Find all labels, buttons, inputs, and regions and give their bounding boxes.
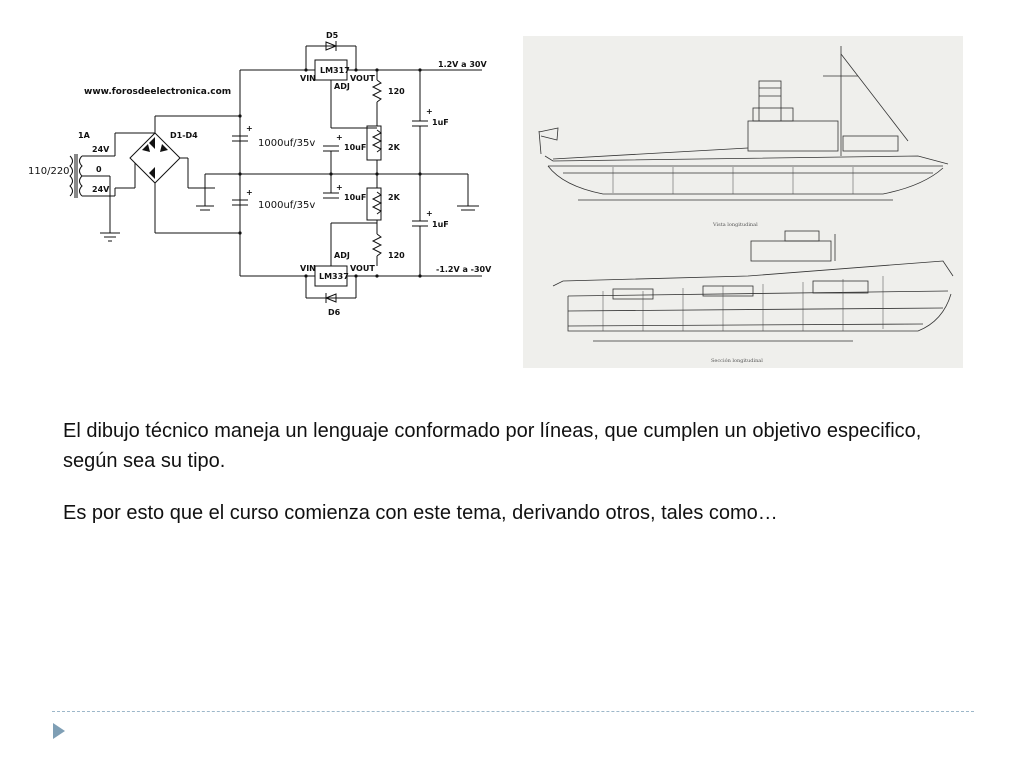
res-120-top-label: 120 — [388, 87, 405, 96]
plus-sign: + — [336, 183, 343, 192]
triangle-arrow-icon — [53, 723, 65, 739]
fuse-label: 1A — [78, 131, 91, 140]
website-label: www.forosdeelectronica.com — [84, 87, 231, 97]
tap-top-label: 24V — [92, 145, 110, 154]
adj-bottom-label: ADJ — [334, 251, 350, 260]
vin-top-label: VIN — [300, 74, 316, 83]
cap-1uf-bottom-label: 1uF — [432, 220, 449, 229]
plus-sign: + — [336, 133, 343, 142]
output-positive-label: 1.2V a 30V — [438, 60, 487, 69]
diode-d6-label: D6 — [328, 308, 341, 317]
cap-10uf-bottom-label: 10uF — [344, 193, 366, 202]
reg-neg-label: LM337 — [319, 272, 349, 281]
body-text: El dibujo técnico maneja un lenguaje con… — [63, 416, 943, 550]
vout-top-label: VOUT — [350, 74, 375, 83]
output-negative-label: -1.2V a -30V — [436, 265, 492, 274]
plus-sign: + — [426, 107, 433, 116]
vin-bottom-label: VIN — [300, 264, 316, 273]
adj-top-label: ADJ — [334, 82, 350, 91]
cap-1uf-top-label: 1uF — [432, 118, 449, 127]
mains-label: 110/220 — [28, 166, 70, 177]
cap-10uf-top-label: 10uF — [344, 143, 366, 152]
ship-technical-drawing: Vista longitudinal Sección longitudinal — [523, 36, 963, 368]
drawing-caption-bottom: Sección longitudinal — [711, 357, 763, 364]
paragraph-2: Es por esto que el curso comienza con es… — [63, 502, 778, 524]
cap-big-top-label: 1000uf/35v — [258, 138, 315, 149]
diode-d5-label: D5 — [326, 31, 339, 40]
plus-sign: + — [246, 188, 253, 197]
footer-divider — [52, 711, 974, 712]
power-supply-schematic: www.forosdeelectronica.com 1A 110/220 24… — [28, 31, 492, 317]
tap-center-label: 0 — [96, 165, 102, 174]
vout-bottom-label: VOUT — [350, 264, 375, 273]
cap-big-bottom-label: 1000uf/35v — [258, 200, 315, 211]
plus-sign: + — [246, 124, 253, 133]
drawing-caption-top: Vista longitudinal — [712, 222, 758, 228]
reg-pos-label: LM317 — [320, 66, 350, 75]
bridge-label: D1-D4 — [170, 131, 198, 140]
tap-bottom-label: 24V — [92, 185, 110, 194]
plus-sign: + — [426, 209, 433, 218]
res-120-bottom-label: 120 — [388, 251, 405, 260]
pot-top-label: 2K — [388, 143, 401, 152]
paragraph-1: El dibujo técnico maneja un lenguaje con… — [63, 420, 922, 472]
pot-bottom-label: 2K — [388, 193, 401, 202]
